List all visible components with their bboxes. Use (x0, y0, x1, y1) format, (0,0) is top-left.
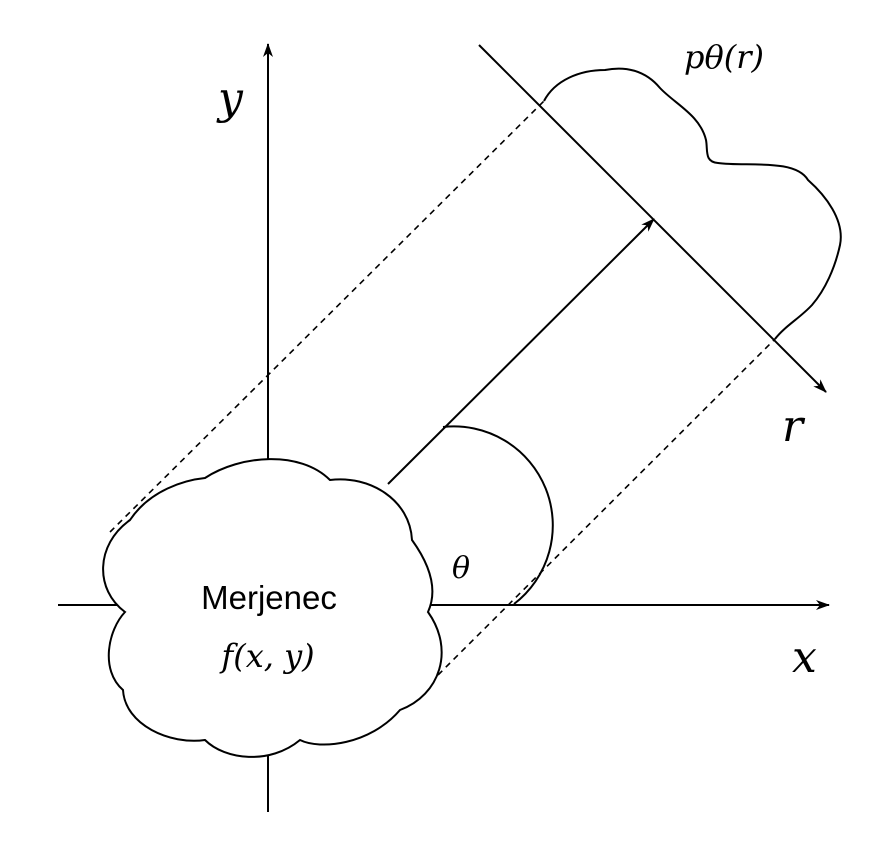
r-axis-label: r (782, 401, 806, 452)
object-cloud (102, 458, 443, 758)
angle-arc (442, 425, 554, 605)
x-axis-label: x (792, 632, 817, 683)
angle-label: θ (452, 551, 470, 586)
projection-direction-arrow (387, 218, 655, 485)
object-function-label: f(x, y) (219, 637, 314, 675)
y-axis-label: y (216, 73, 244, 124)
object-name-label: Merjenec (201, 579, 337, 616)
projection-profile-curve (543, 67, 842, 340)
projection-ray-upper (109, 100, 545, 533)
projection-ray-lower (437, 338, 776, 676)
projection-label: pθ(r) (684, 38, 764, 76)
